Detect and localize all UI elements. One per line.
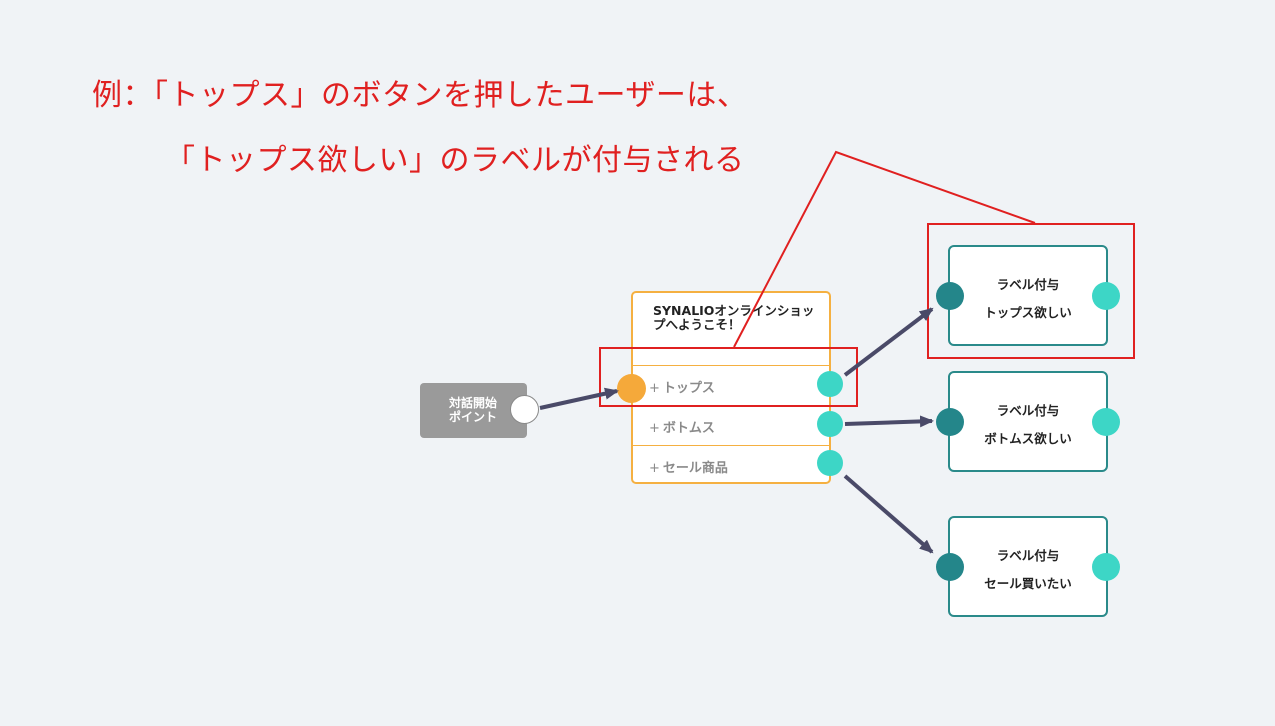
start-node-label: 対話開始 ポイント: [438, 396, 508, 424]
message-button-bottoms[interactable]: +ボトムス: [633, 406, 829, 445]
plus-icon: +: [649, 421, 660, 436]
start-node[interactable]: 対話開始 ポイント: [420, 383, 527, 438]
label-node-bottoms[interactable]: ラベル付与 ボトムス欲しい: [936, 371, 1120, 472]
message-button-label: +セール商品: [649, 457, 728, 476]
start-node-label-line2: ポイント: [448, 410, 497, 424]
label-node-title: ラベル付与: [996, 548, 1060, 563]
message-node-title: SYNALIOオンラインショップへようこそ！: [653, 303, 815, 332]
label-node-title: ラベル付与: [996, 403, 1060, 418]
bottoms-output-connector[interactable]: [817, 411, 843, 437]
label-node-input-connector[interactable]: [936, 553, 964, 581]
annotation-line-1: 例：「トップス」のボタンを押したユーザーは、: [92, 78, 748, 113]
highlight-box-tops-button: [599, 347, 858, 407]
message-button-label: +ボトムス: [649, 417, 715, 436]
label-node-value: ボトムス欲しい: [984, 431, 1072, 446]
edge-tops-to-label: [843, 307, 934, 377]
sale-output-connector[interactable]: [817, 450, 843, 476]
label-node-input-connector[interactable]: [936, 408, 964, 436]
label-node-output-connector[interactable]: [1092, 408, 1120, 436]
message-node-input-connector[interactable]: [617, 374, 646, 403]
tops-output-connector[interactable]: [817, 371, 843, 397]
start-node-label-line1: 対話開始: [448, 396, 497, 410]
message-button-sale[interactable]: +セール商品: [633, 446, 829, 485]
divider: [633, 445, 829, 446]
message-button-text: トップス: [662, 381, 715, 396]
label-node-output-connector[interactable]: [1092, 553, 1120, 581]
edge-bottoms-to-label: [844, 415, 934, 428]
start-node-connector[interactable]: [510, 395, 539, 424]
divider: [633, 365, 829, 366]
label-node-value: セール買いたい: [984, 576, 1072, 591]
message-button-text: ボトムス: [662, 421, 715, 436]
plus-icon: +: [649, 461, 660, 476]
message-button-text: セール商品: [662, 461, 728, 476]
message-button-tops[interactable]: +トップス: [633, 366, 829, 405]
highlight-box-label-node: [927, 223, 1135, 359]
label-node-sale[interactable]: ラベル付与 セール買いたい: [936, 516, 1120, 617]
edge-sale-to-label: [843, 474, 934, 554]
label-node-output-connector[interactable]: [1092, 282, 1120, 310]
plus-icon: +: [649, 381, 660, 396]
annotation-line-2: 「トップス欲しい」のラベルが付与される: [165, 143, 745, 178]
message-button-label: +トップス: [649, 377, 715, 396]
